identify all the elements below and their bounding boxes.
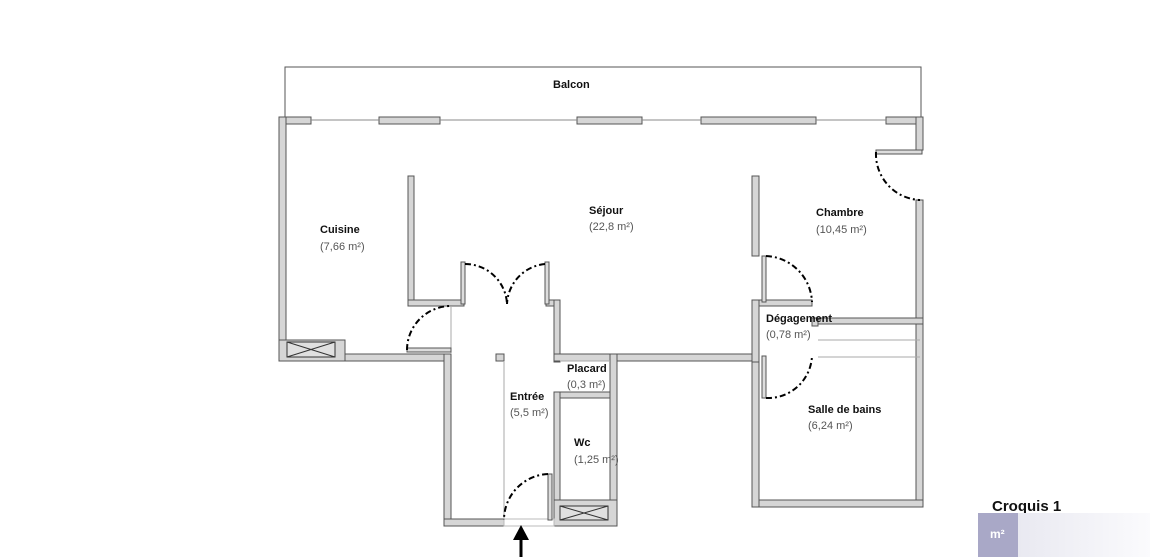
room-area-cuisine: (7,66 m²) — [320, 241, 365, 253]
logo-text: m² — [990, 527, 1005, 541]
room-name-chambre: Chambre — [816, 207, 864, 219]
guide-lines — [450, 306, 920, 519]
balcony-label: Balcon — [553, 79, 590, 91]
room-name-wc: Wc — [574, 437, 591, 449]
room-name-cuisine: Cuisine — [320, 224, 360, 236]
doors — [406, 149, 923, 521]
room-area-degagement: (0,78 m²) — [766, 329, 811, 341]
room-name-salle-de-bains: Salle de bains — [808, 404, 882, 416]
room-area-chambre: (10,45 m²) — [816, 224, 867, 236]
exterior-walls — [278, 116, 924, 527]
room-area-salle-de-bains: (6,24 m²) — [808, 420, 853, 432]
entrance-arrow-icon — [513, 525, 529, 557]
room-area-sejour: (22,8 m²) — [589, 221, 634, 233]
interior-walls — [407, 175, 924, 527]
room-area-wc: (1,25 m²) — [574, 454, 619, 466]
room-name-placard: Placard — [567, 363, 607, 375]
ventilation-icon — [286, 341, 609, 521]
sheet-title: Croquis 1 — [992, 498, 1062, 515]
room-area-entree: (5,5 m²) — [510, 407, 549, 419]
room-name-sejour: Séjour — [589, 205, 624, 217]
logo: m² — [978, 513, 1150, 557]
room-name-degagement: Dégagement — [766, 313, 833, 325]
room-area-placard: (0,3 m²) — [567, 379, 606, 391]
room-name-entree: Entrée — [510, 391, 545, 403]
balcony — [284, 66, 922, 117]
